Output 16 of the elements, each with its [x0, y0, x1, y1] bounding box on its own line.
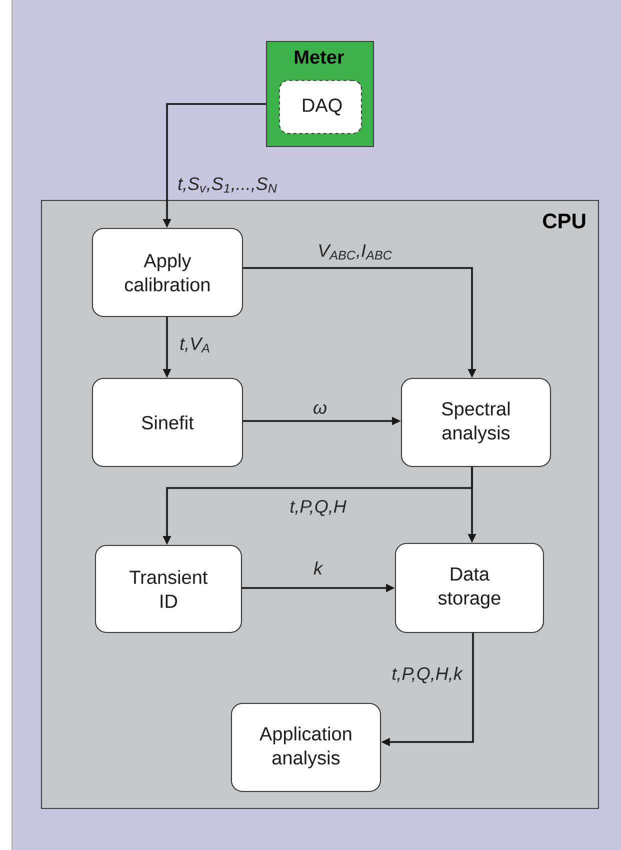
process-box: Data storage [395, 543, 544, 633]
heading: Meter [294, 50, 344, 64]
edge-label: t,P,Q,H,k [392, 666, 464, 684]
edge-label: V$_{ABC}$,I$_{ABC}$ [319, 244, 392, 260]
edge-label: t,V$_{A}$ [180, 337, 210, 353]
heading: CPU [543, 214, 586, 228]
process-box: Sinefit [92, 378, 243, 467]
process-box: Application analysis [231, 703, 381, 792]
edge-label: t,S$_{v}$,S$_{1}$,...,S$_{N}$ [178, 177, 277, 193]
daq-box: DAQ [279, 80, 362, 134]
edge-label: k [314, 561, 324, 575]
edge-label: t,P,Q,H [290, 500, 346, 516]
edge-label: ω [314, 404, 326, 414]
process-box: Apply calibration [92, 228, 243, 317]
process-box: Transient ID [95, 545, 242, 633]
process-box: Spectral analysis [401, 378, 551, 467]
